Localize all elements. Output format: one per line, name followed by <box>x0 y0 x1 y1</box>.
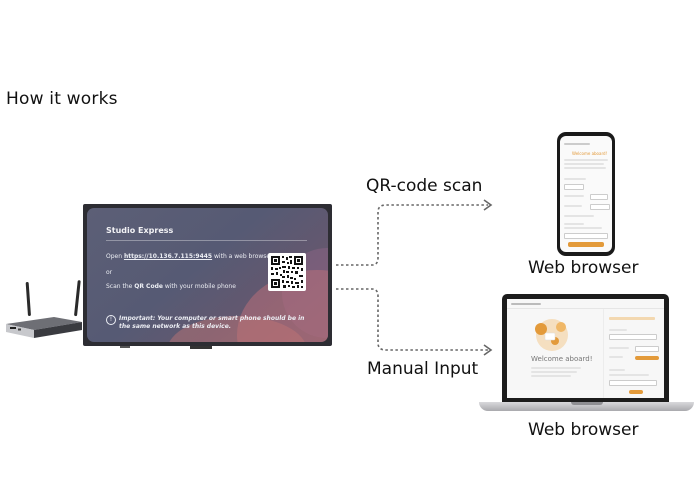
phone-welcome-text: Welcome aboard! <box>572 151 608 156</box>
phone-text-line <box>564 159 608 161</box>
info-icon: ! <box>106 315 116 325</box>
laptop-web-browser-label: Web browser <box>528 420 639 440</box>
open-prefix: Open <box>106 253 124 260</box>
welcome-illustration-icon <box>535 319 568 351</box>
scan-suffix: with your mobile phone <box>162 283 236 290</box>
display-foot <box>120 346 130 348</box>
phone-web-browser-label: Web browser <box>528 258 639 278</box>
screen-title: Studio Express <box>106 226 174 235</box>
server-url: https://10.136.7.115:9445 <box>123 253 213 260</box>
phone-text-line <box>564 167 606 169</box>
display-screen: Studio Express Open https://10.136.7.115… <box>83 204 332 346</box>
open-suffix: with a web browser <box>212 253 273 260</box>
scan-prefix: Scan the <box>106 283 135 290</box>
laptop-pane-divider <box>603 309 604 398</box>
laptop-header-bar <box>511 303 541 305</box>
laptop-text-line <box>531 375 571 377</box>
qr-code-icon <box>268 253 306 291</box>
scan-bold: QR Code <box>134 283 163 290</box>
arrowhead-laptop <box>483 344 493 356</box>
phone-field <box>564 233 608 239</box>
phone-text-line <box>564 227 602 229</box>
laptop-header-divider <box>507 308 664 309</box>
network-note: Important: Your computer or smart phone … <box>119 315 305 330</box>
laptop-text-line <box>609 374 649 376</box>
phone-text-line <box>564 178 586 180</box>
laptop-notch <box>571 402 603 405</box>
media-player-device-icon <box>6 280 82 338</box>
laptop-text-line <box>609 347 629 349</box>
laptop-text-line <box>609 356 623 358</box>
scan-qr-instruction: Scan the QR Code with your mobile phone <box>106 283 236 290</box>
laptop-welcome-text: Welcome aboard! <box>531 355 593 363</box>
qr-code-scan-label: QR-code scan <box>366 176 483 196</box>
laptop-text-line <box>609 369 625 371</box>
arrow-to-laptop <box>336 288 488 351</box>
phone-text-line <box>564 215 594 217</box>
arrow-to-phone <box>336 204 488 266</box>
manual-input-label: Manual Input <box>367 359 479 379</box>
title-divider <box>106 240 307 241</box>
or-text: or <box>106 269 113 276</box>
phone-text-line <box>564 223 584 225</box>
smartphone: Welcome aboard! <box>557 132 615 256</box>
phone-field <box>590 204 610 210</box>
display-stand <box>190 346 212 349</box>
phone-text-line <box>564 163 604 165</box>
phone-text-line <box>564 195 584 197</box>
laptop-text-line <box>531 367 581 369</box>
arrowhead-phone <box>483 199 493 211</box>
laptop-submit-button <box>629 390 643 394</box>
phone-field <box>564 184 584 190</box>
laptop-text-line <box>531 371 577 373</box>
laptop-field <box>609 334 657 340</box>
laptop-text-line <box>609 329 627 331</box>
section-heading: How it works <box>6 89 118 109</box>
phone-submit-button <box>568 242 604 247</box>
open-url-instruction: Open https://10.136.7.115:9445 with a we… <box>106 253 273 260</box>
laptop-screen: Welcome aboard! <box>507 299 664 398</box>
laptop: Welcome aboard! <box>502 294 669 402</box>
laptop-field <box>635 346 659 352</box>
display-screen-content: Studio Express Open https://10.136.7.115… <box>87 208 328 342</box>
laptop-info-banner <box>609 317 655 320</box>
laptop-base <box>479 402 694 411</box>
laptop-field <box>609 380 657 386</box>
phone-screen: Welcome aboard! <box>560 136 612 252</box>
phone-text-line <box>564 205 582 207</box>
phone-field <box>590 194 608 200</box>
laptop-orange-button <box>635 356 659 360</box>
phone-header-bar <box>564 143 590 145</box>
